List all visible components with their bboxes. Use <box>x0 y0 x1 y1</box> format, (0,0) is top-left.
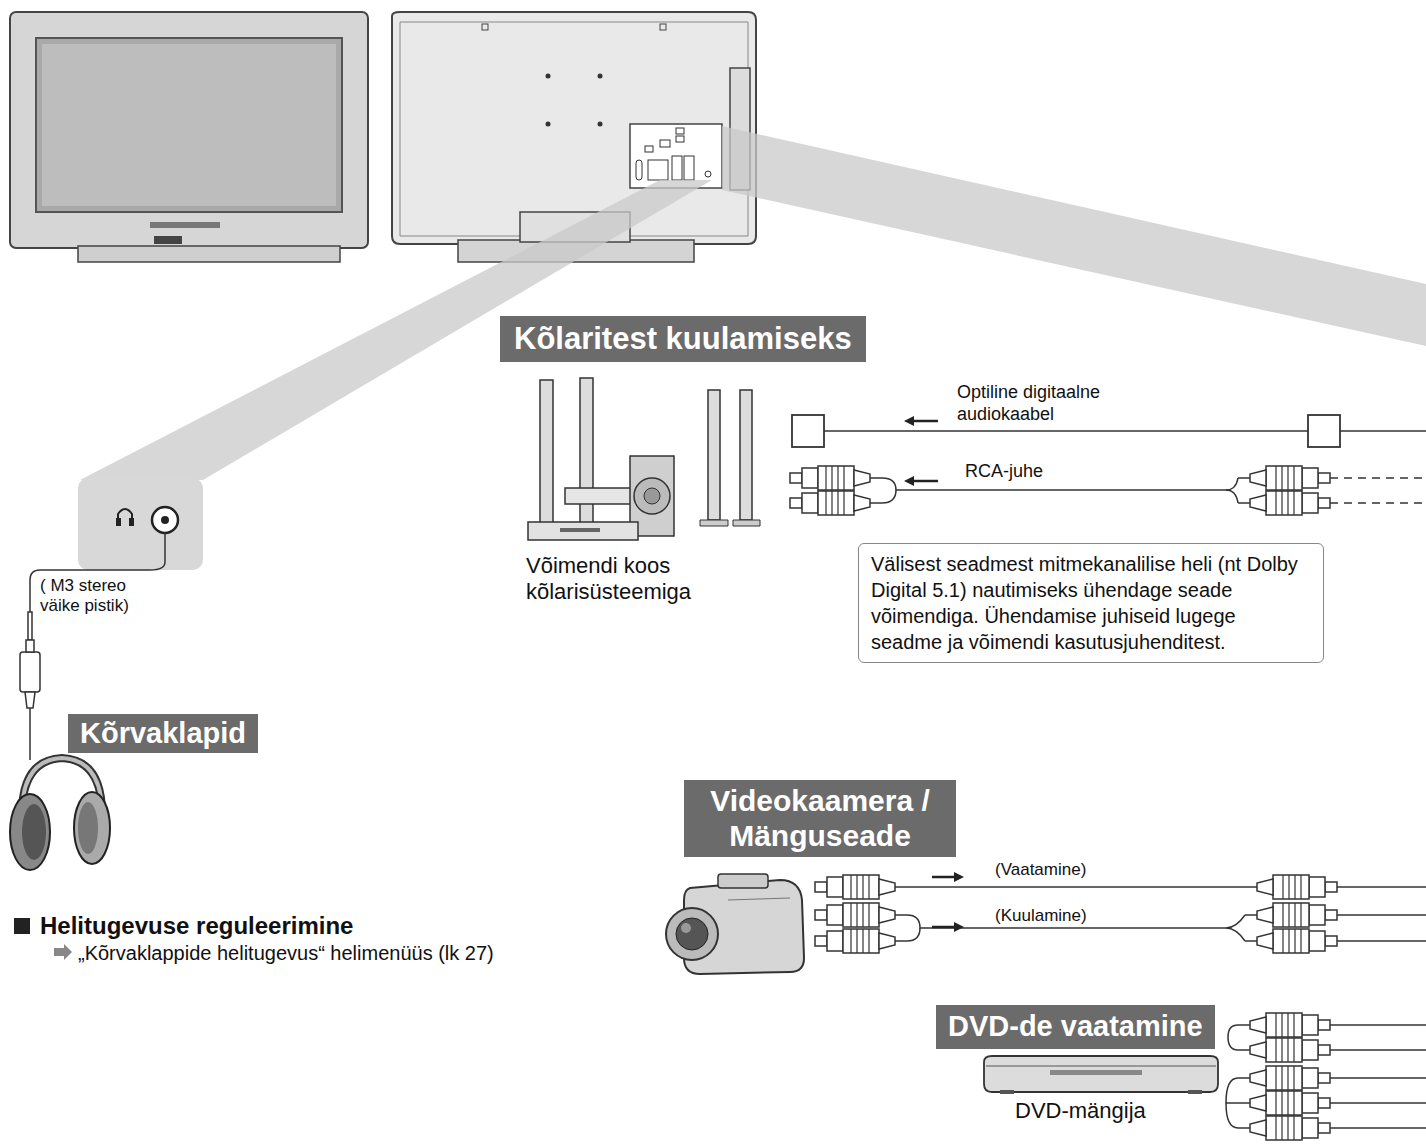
section-band: Videokaamera / Mänguseade <box>684 780 956 857</box>
section-title: DVD-de vaatamine <box>948 1010 1203 1043</box>
section-band: DVD-de vaatamine <box>936 1005 1215 1049</box>
device-label: Võimendi koos kõlarisüsteemiga <box>526 553 741 606</box>
plug-label: ( M3 stereo väike pistik) <box>40 576 165 617</box>
section-band: Kõlaritest kuulamiseks <box>500 316 866 362</box>
section-title: Kõlaritest kuulamiseks <box>514 321 852 357</box>
signal-label: (Vaatamine) <box>995 860 1086 880</box>
subheading: Helitugevuse reguleerimine <box>40 912 353 941</box>
note-text: Välisest seadmest mitmekanalilise heli (… <box>871 551 1311 655</box>
section-band: Kõrvaklapid <box>68 714 258 753</box>
signal-label: (Kuulamine) <box>995 906 1087 926</box>
cable-label: RCA-juhe <box>965 461 1043 483</box>
cable-label: Optiline digitaalne audiokaabel <box>957 382 1132 425</box>
device-label: DVD-mängija <box>1015 1098 1146 1124</box>
reference-note: „Kõrvaklappide helitugevus“ helimenüüs (… <box>78 941 494 965</box>
note-box: Välisest seadmest mitmekanalilise heli (… <box>858 543 1324 663</box>
section-title: Kõrvaklapid <box>80 717 246 750</box>
section-title: Videokaamera / Mänguseade <box>692 784 948 853</box>
